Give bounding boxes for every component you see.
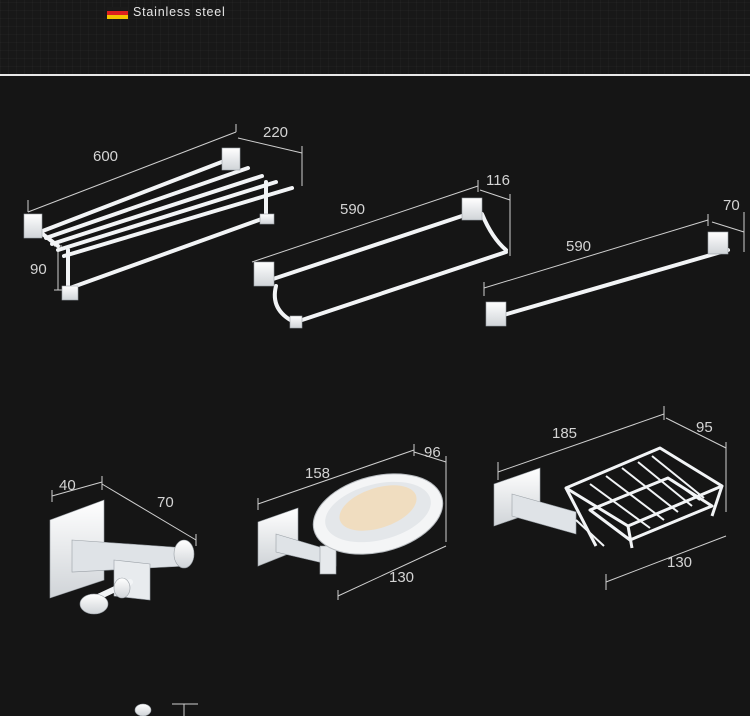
single-towel-bar-illustration — [498, 248, 730, 318]
single-towel-bar-dimension-lines — [483, 212, 745, 296]
robe-hook-illustration — [49, 499, 195, 615]
single-towel-bar-depth-label: 70 — [723, 197, 740, 214]
towel-shelf-depth-label: 220 — [263, 124, 289, 141]
soap-basket-length-label: 185 — [552, 425, 578, 442]
partial-product-bottom — [134, 703, 198, 716]
soap-dish-illustration — [257, 473, 444, 575]
towel-shelf-illustration — [38, 156, 294, 292]
soap-basket-dimension-lines — [497, 406, 727, 590]
towel-shelf-height-label: 90 — [30, 261, 47, 278]
robe-hook-depth-label: 70 — [157, 494, 174, 511]
soap-dish-depth-label: 130 — [389, 569, 415, 586]
robe-hook-width-label: 40 — [59, 477, 76, 494]
soap-dish-width-label: 96 — [424, 444, 441, 461]
towel-shelf-wall-mount-left — [23, 213, 43, 239]
double-towel-bar-dimension-lines — [251, 180, 511, 263]
flag-stripe-black — [107, 7, 128, 11]
towel-shelf-dimension-lines — [27, 124, 303, 291]
towel-shelf-wall-mount-right — [221, 147, 241, 171]
material-tagline: Stainless steel — [133, 5, 226, 19]
towel-shelf-back-foot — [259, 213, 275, 225]
soap-bar — [339, 485, 417, 531]
robe-hook-dimension-lines — [51, 476, 197, 546]
single-towel-bar-mount-right — [707, 231, 729, 255]
soap-basket-depth-label: 130 — [667, 554, 693, 571]
soap-basket-illustration — [493, 446, 724, 549]
single-towel-bar-mount-left — [485, 301, 507, 327]
soap-dish-length-label: 158 — [305, 465, 331, 482]
double-towel-bar-illustration — [268, 210, 508, 324]
germany-flag-icon — [107, 7, 128, 19]
double-towel-bar-length-label: 590 — [340, 201, 366, 218]
double-towel-bar-mount-right — [461, 197, 483, 221]
double-towel-bar-mount-left — [253, 261, 275, 287]
flag-stripe-red — [107, 11, 128, 15]
flag-stripe-gold — [107, 15, 128, 19]
double-towel-bar-depth-label: 116 — [486, 172, 510, 189]
towel-shelf-foot — [61, 285, 79, 301]
soap-basket-width-label: 95 — [696, 419, 713, 436]
header-divider — [0, 74, 750, 76]
soap-dish-dimension-lines — [257, 444, 447, 600]
double-towel-bar-end-cap — [289, 315, 303, 329]
towel-shelf-length-label: 600 — [93, 148, 119, 165]
single-towel-bar-length-label: 590 — [566, 238, 592, 255]
